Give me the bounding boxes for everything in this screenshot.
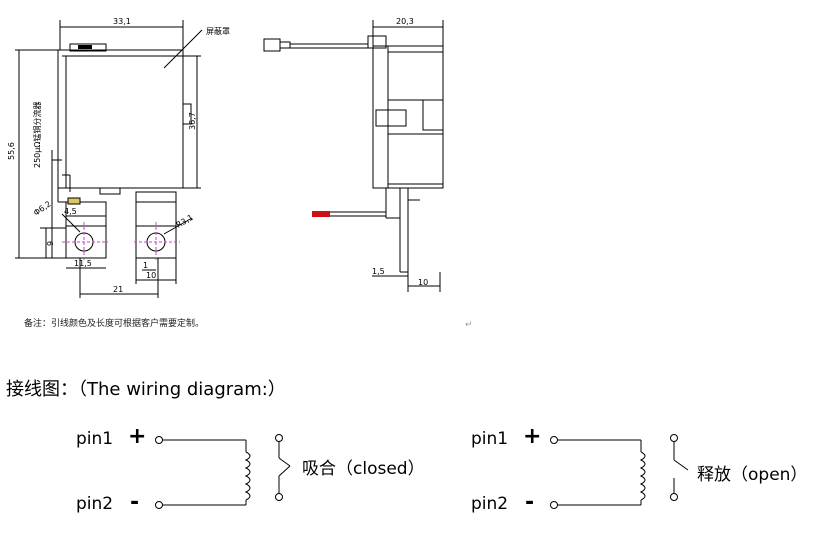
- dim-10-bottom: 10: [146, 271, 156, 280]
- left-pin1-label: pin1: [76, 429, 114, 449]
- shunt-label: 250μΩ锰铜分流器: [32, 102, 42, 168]
- shield-label: 屏蔽罩: [206, 26, 230, 36]
- wiring-diagram-closed: [155, 434, 291, 509]
- dim-21: 21: [113, 285, 123, 294]
- dim-4-5: 4,5: [64, 207, 77, 216]
- right-plus-sign: +: [523, 424, 542, 449]
- wiring-heading: 接线图：（The wiring diagram:）: [6, 379, 286, 400]
- right-minus-sign: -: [525, 490, 535, 515]
- side-view: [263, 20, 444, 292]
- front-view: [15, 20, 203, 298]
- right-pin1-label: pin1: [471, 429, 509, 449]
- left-plus-sign: +: [128, 424, 147, 449]
- dim-width-front: 33,1: [113, 17, 131, 26]
- dim-height-total: 55,6: [7, 142, 16, 160]
- closed-state-label: 吸合（closed）: [302, 459, 425, 479]
- dim-9: 9: [46, 241, 55, 246]
- dim-11-5: 11,5: [74, 259, 92, 268]
- left-minus-sign: -: [130, 490, 140, 515]
- dim-10-side: 10: [418, 278, 428, 287]
- drawing-note: 备注：引线颜色及长度可根据客户需要定制。: [24, 319, 205, 329]
- dim-height-body: 36,7: [188, 112, 197, 130]
- open-state-label: 释放（open）: [697, 465, 808, 485]
- wiring-diagram-open: [550, 434, 689, 509]
- dim-hole-dia: Φ6,2: [32, 199, 53, 217]
- dim-r3-1: R3,1: [175, 213, 195, 230]
- right-pin2-label: pin2: [471, 494, 509, 514]
- paragraph-mark: ↵: [465, 320, 473, 330]
- dim-1-5: 1,5: [372, 267, 385, 276]
- left-pin2-label: pin2: [76, 494, 114, 514]
- dim-1: 1: [143, 261, 148, 270]
- dim-width-side: 20,3: [396, 17, 414, 26]
